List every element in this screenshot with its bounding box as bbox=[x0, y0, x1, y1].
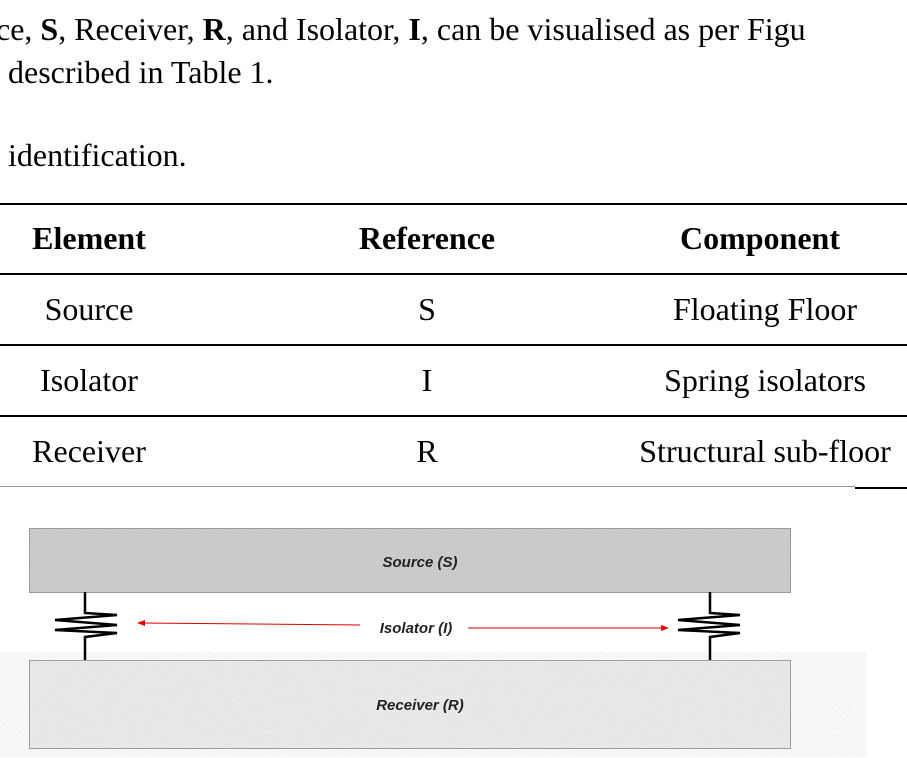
text: , and Isolator, bbox=[225, 11, 409, 47]
bold-symbol-i: I bbox=[408, 11, 421, 47]
header-component: Component bbox=[679, 220, 840, 256]
text: , Receiver, bbox=[58, 11, 203, 47]
table-row-rule bbox=[0, 344, 907, 346]
paragraph-line-1: ce, S, Receiver, R, and Isolator, I, can… bbox=[0, 9, 806, 49]
receiver-texture bbox=[30, 661, 790, 748]
table-top-rule bbox=[0, 203, 907, 205]
text: , can be visualised as per Figu bbox=[420, 11, 806, 47]
cell-reference: S bbox=[418, 291, 436, 327]
arrow-left bbox=[137, 620, 361, 626]
spring-right-icon bbox=[677, 592, 741, 660]
isolator-label: Isolator (I) bbox=[380, 620, 453, 637]
table-caption: identification. bbox=[8, 137, 187, 173]
table-row-rule bbox=[0, 415, 907, 417]
isolation-diagram: Source (S) Receiver (R) Isolator (I) bbox=[29, 528, 791, 749]
cell-component: Structural sub-floor bbox=[639, 433, 891, 469]
cell-element: Source bbox=[44, 291, 134, 327]
cell-reference: R bbox=[416, 433, 438, 469]
header-element: Element bbox=[32, 220, 146, 256]
cell-element: Receiver bbox=[32, 433, 146, 469]
cell-component: Spring isolators bbox=[664, 362, 866, 398]
cell-element: Isolator bbox=[40, 362, 138, 398]
table-bottom-rule bbox=[0, 486, 855, 487]
cell-reference: I bbox=[421, 362, 433, 398]
arrow-right bbox=[468, 625, 669, 631]
header-reference: Reference bbox=[358, 220, 496, 256]
table-bottom-rule-end bbox=[855, 487, 907, 489]
cell-component: Floating Floor bbox=[672, 291, 857, 327]
bold-symbol-r: R bbox=[202, 11, 226, 47]
spring-left-icon bbox=[54, 592, 118, 660]
paragraph-line-2: described in Table 1. bbox=[8, 54, 274, 90]
table-header-rule bbox=[0, 273, 907, 275]
bold-symbol-s: S bbox=[40, 11, 59, 47]
text: ce, bbox=[0, 11, 41, 47]
source-block bbox=[29, 528, 791, 593]
receiver-label: Receiver (R) bbox=[376, 697, 464, 714]
source-label: Source (S) bbox=[382, 554, 457, 571]
